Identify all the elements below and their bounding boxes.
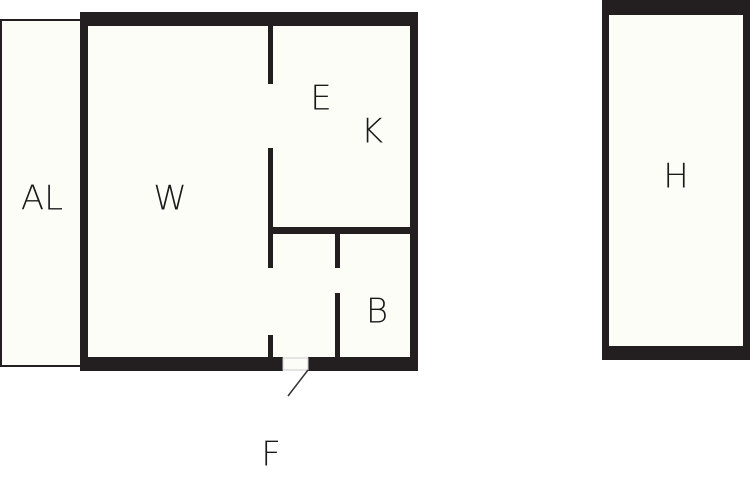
label-h: H: [663, 157, 689, 197]
label-f: F: [261, 435, 281, 475]
label-b: B: [366, 292, 388, 332]
room-h-floor: [609, 15, 743, 346]
wall-top: [80, 12, 418, 26]
wall-bottom-right: [308, 357, 418, 371]
label-k: K: [361, 112, 383, 152]
interior-wall: [268, 26, 273, 84]
label-al: AL: [21, 179, 63, 219]
wall-bottom-left: [80, 357, 283, 371]
interior-wall: [268, 335, 273, 357]
label-e: E: [310, 79, 331, 119]
wall-right: [410, 12, 418, 371]
label-w: W: [153, 179, 187, 219]
interior-wall: [335, 234, 340, 268]
interior-wall: [335, 293, 340, 357]
interior-wall: [268, 227, 410, 234]
entrance-pointer: [287, 369, 309, 397]
wall-left: [80, 12, 88, 371]
main-floor: [80, 12, 418, 371]
room-al: [0, 19, 82, 367]
interior-wall: [268, 148, 273, 268]
entrance-door: [282, 357, 309, 371]
